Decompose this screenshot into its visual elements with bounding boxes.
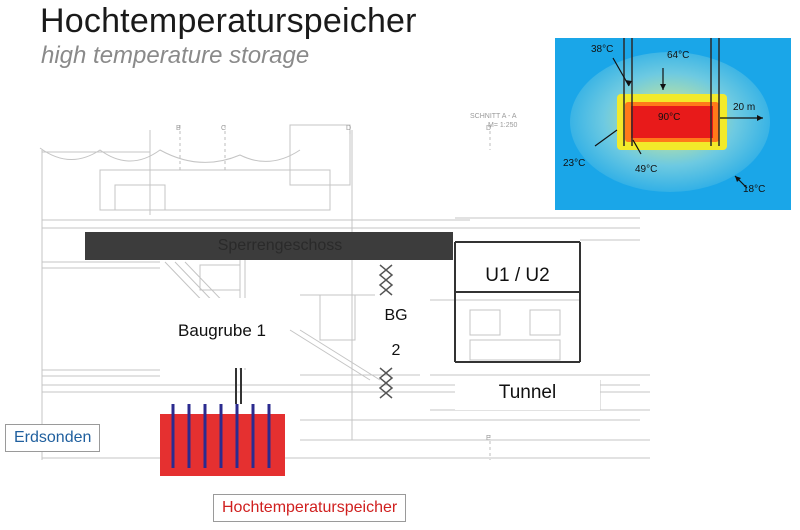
bg-label-line1: BG xyxy=(384,307,408,324)
temp-64: 64°C xyxy=(667,50,690,61)
geothermal-probes xyxy=(171,404,271,468)
grid-axis-lines xyxy=(179,125,491,460)
u1u2-label: U1 / U2 xyxy=(485,265,550,286)
section-label: SCHNITT A - A xyxy=(470,113,517,120)
grid-label-b: B xyxy=(176,125,181,132)
temp-18: 18°C xyxy=(743,184,766,195)
drawing-background-lines xyxy=(39,124,650,460)
page-subtitle: high temperature storage xyxy=(41,42,310,69)
baugrube-label: Baugrube 1 xyxy=(178,321,266,340)
baugrube-area xyxy=(158,298,286,368)
heatmap-graphic xyxy=(555,38,791,210)
storage-shafts xyxy=(623,38,720,146)
page-title: Hochtemperaturspeicher xyxy=(40,2,417,40)
grid-label-e: E xyxy=(486,435,491,442)
temp-49: 49°C xyxy=(635,164,658,175)
bg-label-line2: 2 xyxy=(391,342,401,359)
distance-20m: 20 m xyxy=(733,102,756,113)
bg2-area xyxy=(379,298,413,364)
temp-23: 23°C xyxy=(563,158,586,169)
temp-90: 90°C xyxy=(658,112,681,123)
tunnel-label: Tunnel xyxy=(498,382,557,403)
storage-callout: Hochtemperaturspeicher xyxy=(213,494,407,522)
grid-label-d2: D xyxy=(486,125,491,132)
temperature-heatmap: 38°C 64°C 90°C 20 m 23°C 49°C 18°C xyxy=(555,38,791,210)
erdsonden-callout: Erdsonden xyxy=(5,424,101,452)
sperrengeschoss-label: Sperrengeschoss xyxy=(217,237,343,254)
temp-38: 38°C xyxy=(591,44,614,55)
tunnel-area xyxy=(455,380,600,410)
bg2-column-hatch xyxy=(378,264,394,399)
grid-label-c: C xyxy=(221,125,226,132)
scale-label: M= 1:250 xyxy=(488,122,517,129)
heat-core xyxy=(631,106,713,138)
arrow-heads xyxy=(625,80,763,182)
u1u2-structure xyxy=(454,241,581,363)
sperrengeschoss-bar xyxy=(85,232,453,260)
grid-label-d: D xyxy=(346,125,351,132)
